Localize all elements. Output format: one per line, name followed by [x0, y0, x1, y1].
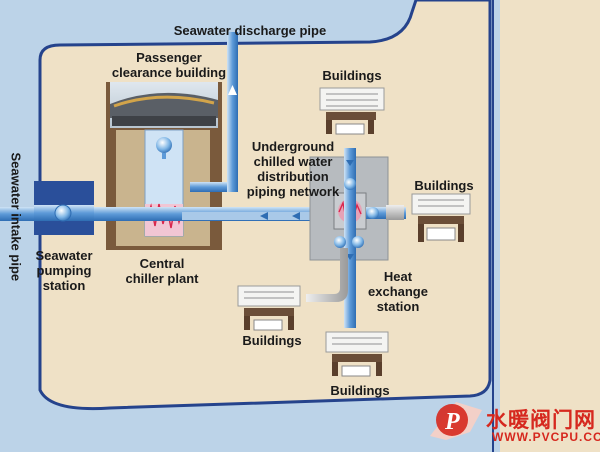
chiller-pump-icon — [156, 137, 172, 153]
seawater-pump-icon — [55, 205, 71, 221]
label-buildings-top: Buildings — [308, 68, 396, 83]
label-buildings-right: Buildings — [400, 178, 488, 193]
valve-icon-left — [334, 236, 346, 248]
label-buildings-bottom: Buildings — [316, 383, 404, 398]
building-bottom — [326, 332, 388, 376]
chiller-pump-stem — [162, 153, 166, 159]
label-intake-pipe: Seawater intake pipe — [9, 153, 24, 273]
label-discharge-pipe: Seawater discharge pipe — [150, 23, 350, 38]
watermark-logo-letter: P — [444, 409, 460, 435]
label-chiller-plant: Central chiller plant — [112, 256, 212, 286]
valve-icon-right — [367, 207, 379, 219]
right-land-strip — [500, 0, 600, 452]
label-buildings-left: Buildings — [228, 333, 316, 348]
valve-icon-bottom — [352, 236, 364, 248]
discharge-pipe-elbow — [190, 182, 227, 192]
watermark-domain-text: WWW.PVCPU.COM — [492, 430, 600, 444]
label-passenger-building: Passenger clearance building — [94, 50, 244, 80]
label-pumping-station: Seawater pumping station — [28, 248, 100, 293]
label-heat-exchange-station: Heat exchange station — [362, 269, 434, 314]
branch-pipe-right — [386, 205, 404, 220]
label-underground-network: Underground chilled water distribution p… — [236, 139, 350, 199]
building-right — [412, 194, 470, 242]
terminal-base — [112, 116, 216, 126]
building-left — [238, 286, 300, 330]
